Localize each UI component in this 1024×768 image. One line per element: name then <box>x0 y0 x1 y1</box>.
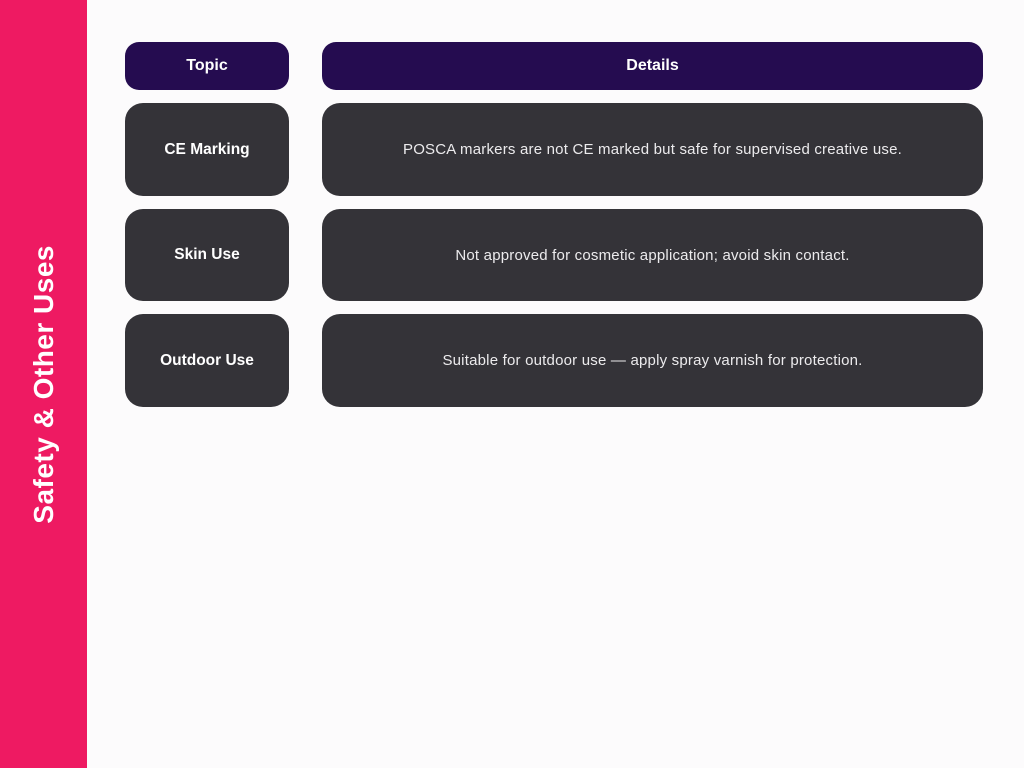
table-row-details-ce-marking: POSCA markers are not CE marked but safe… <box>322 103 983 196</box>
table-row-topic-ce-marking: CE Marking <box>125 103 289 196</box>
table-row-details-skin-use: Not approved for cosmetic application; a… <box>322 209 983 301</box>
safety-table: Topic Details CE Marking POSCA markers a… <box>125 42 983 407</box>
table-row-topic-skin-use: Skin Use <box>125 209 289 301</box>
table-row-topic-outdoor-use: Outdoor Use <box>125 314 289 407</box>
table-header-topic: Topic <box>125 42 289 90</box>
table-row-details-outdoor-use: Suitable for outdoor use — apply spray v… <box>322 314 983 407</box>
sidebar-title: Safety & Other Uses <box>27 244 59 524</box>
sidebar: Safety & Other Uses <box>0 0 87 768</box>
table-header-details: Details <box>322 42 983 90</box>
